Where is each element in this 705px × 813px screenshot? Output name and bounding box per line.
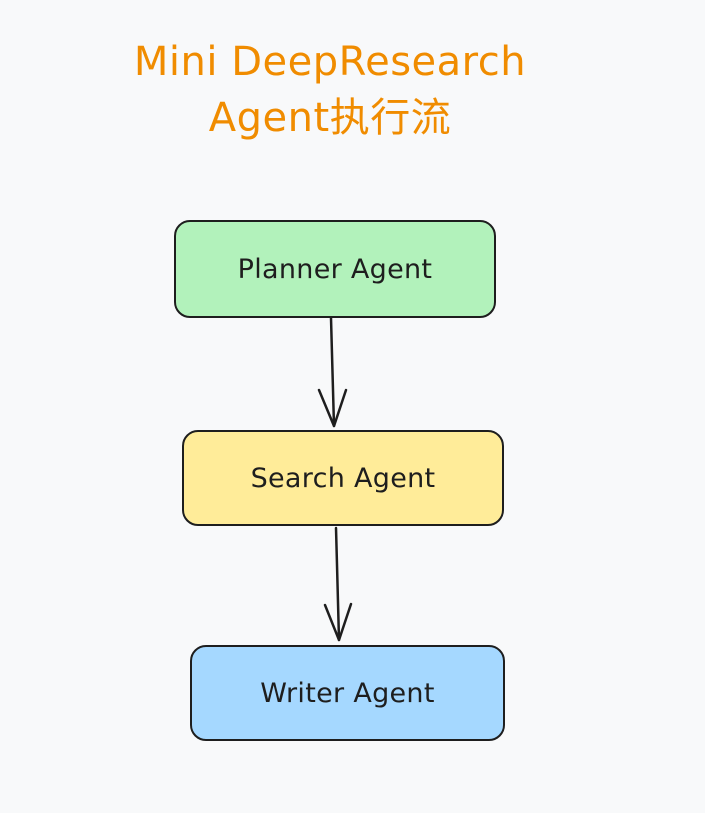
planner-agent-label: Planner Agent [237,253,433,285]
planner-agent-node: Planner Agent [174,220,496,318]
arrow-planner-to-search [317,316,348,428]
arrow-search-to-writer [323,526,353,642]
writer-agent-node: Writer Agent [190,645,505,741]
diagram-title-line-2: Agent执行流 [208,95,452,141]
diagram-title-line-1: Mini DeepResearch [133,39,527,85]
search-agent-node: Search Agent [182,430,504,526]
writer-agent-label: Writer Agent [260,677,435,709]
search-agent-label: Search Agent [250,462,436,494]
